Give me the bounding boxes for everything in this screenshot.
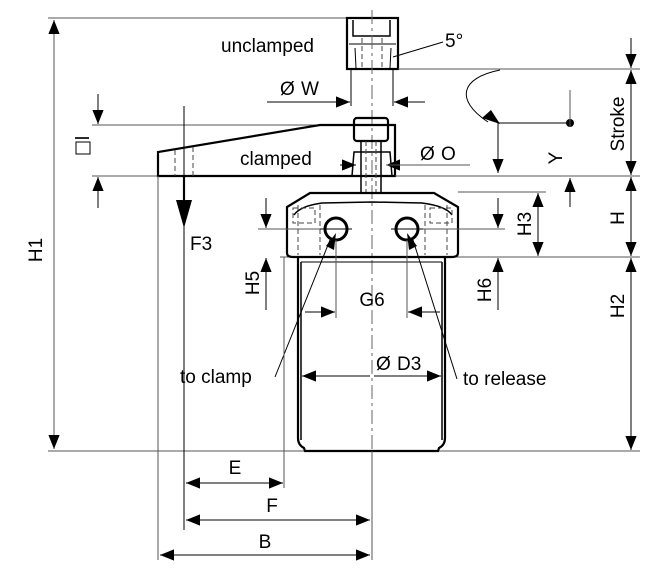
label-dia-d3: D3 xyxy=(397,354,421,375)
label-stroke: Stroke xyxy=(608,97,629,152)
label-h2: H2 xyxy=(608,294,629,318)
label-dia-w: W xyxy=(301,79,319,100)
label-unclamped: unclamped xyxy=(221,36,314,57)
force-f3: F3 xyxy=(176,106,212,530)
label-to-clamp: to clamp xyxy=(180,367,252,388)
dimension-h3: H3 xyxy=(458,191,546,256)
dimension-f: F xyxy=(186,451,373,560)
dimension-dia-w: Ø W xyxy=(267,70,425,108)
diameter-symbol-o: Ø xyxy=(420,144,435,165)
label-e: E xyxy=(229,458,242,479)
square-symbol-icon xyxy=(75,141,91,155)
label-h5: H5 xyxy=(243,271,264,295)
cylinder-flange xyxy=(285,191,460,259)
dimension-b: B xyxy=(157,176,370,561)
diameter-symbol-w: Ø xyxy=(280,79,295,100)
dimension-stroke: Stroke xyxy=(608,38,637,175)
dimension-h5: H5 xyxy=(243,198,320,310)
dimension-dia-o: Ø O xyxy=(340,144,470,171)
label-h: H xyxy=(608,211,629,225)
dimension-square-l: l xyxy=(73,94,360,208)
unclamped-piston: unclamped 5° xyxy=(221,16,640,71)
label-g6: G6 xyxy=(359,290,384,311)
diameter-symbol-d3: Ø xyxy=(376,354,391,375)
dimension-y: Y xyxy=(546,90,576,207)
label-h1: H1 xyxy=(26,238,47,262)
label-h6: H6 xyxy=(475,278,496,302)
clamped-piston: clamped xyxy=(240,116,393,194)
dimension-h1: H1 xyxy=(26,17,640,452)
label-to-release: to release xyxy=(463,369,546,390)
label-f: F xyxy=(266,496,278,517)
dimension-g6: G6 xyxy=(305,240,440,318)
label-f3: F3 xyxy=(190,234,212,255)
label-angle-5deg: 5° xyxy=(445,31,463,52)
dimension-dia-d3: Ø D3 xyxy=(302,354,441,382)
clamp-arm xyxy=(156,123,397,178)
label-square-l: l xyxy=(73,136,94,140)
dimension-h: H xyxy=(608,177,637,256)
label-b: B xyxy=(259,532,272,553)
label-h3: H3 xyxy=(515,212,536,236)
dimension-h6: H6 xyxy=(423,198,505,310)
label-dia-o: O xyxy=(441,144,456,165)
label-clamped: clamped xyxy=(240,149,312,170)
dimension-e: E xyxy=(186,257,285,489)
label-y: Y xyxy=(546,151,567,164)
dimension-h2: H2 xyxy=(280,256,640,450)
arrow-down-icon xyxy=(176,200,192,228)
